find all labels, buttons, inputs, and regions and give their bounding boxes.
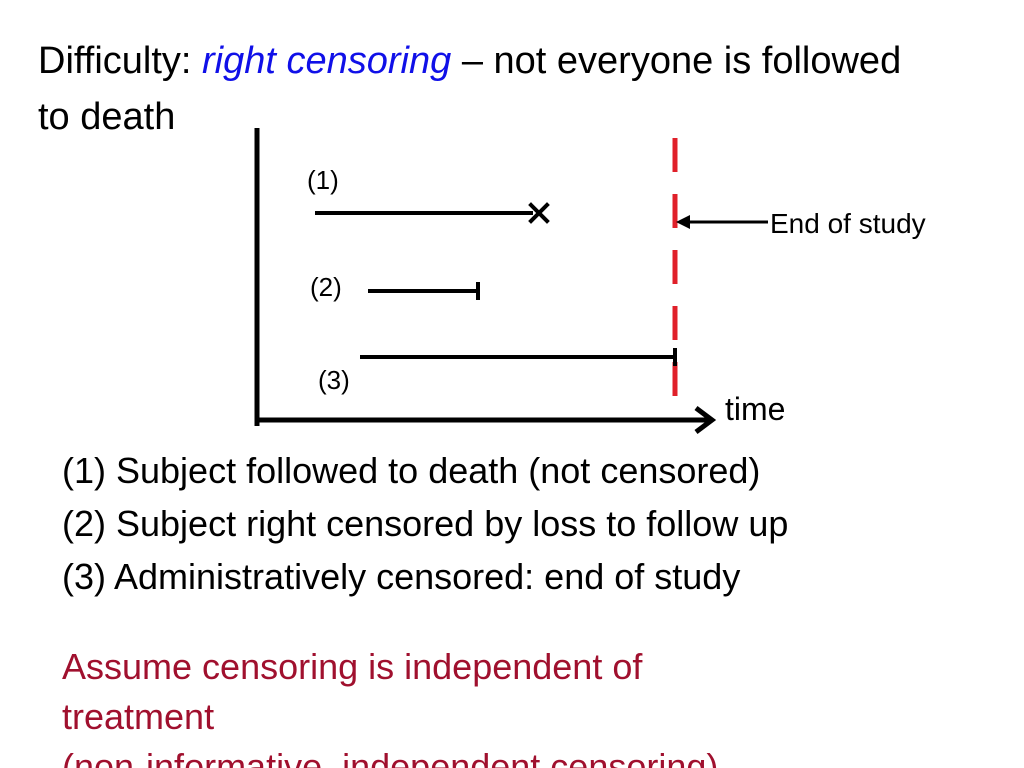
end-of-study-label: End of study [770,208,926,239]
legend-item-3: (3) Administratively censored: end of st… [62,556,741,597]
end-of-study-arrowhead [676,215,690,229]
note-line-3: (non-informative, independent censoring) [62,746,719,768]
assumption-note: Assume censoring is independent of treat… [62,642,718,768]
subject-2-label: (2) [310,272,342,302]
legend-list: (1) Subject followed to death (not censo… [62,444,788,603]
subject-1-label: (1) [307,165,339,195]
legend-item-1: (1) Subject followed to death (not censo… [62,450,761,491]
note-line-2: treatment [62,696,215,737]
heading-prefix: Difficulty: [38,40,203,82]
note-line-1: Assume censoring is independent of [62,646,643,687]
subject-3-label: (3) [318,365,350,395]
death-x-icon [528,202,550,224]
time-axis-arrowhead [694,406,717,434]
heading-line-2: to death [38,96,176,138]
heading-emphasis: right censoring [202,40,452,82]
slide-heading: Difficulty: right censoring – not everyo… [38,38,1024,84]
heading-rest: – not everyone is followed [451,40,902,82]
legend-item-2: (2) Subject right censored by loss to fo… [62,503,789,544]
time-axis-label: time [725,391,785,427]
